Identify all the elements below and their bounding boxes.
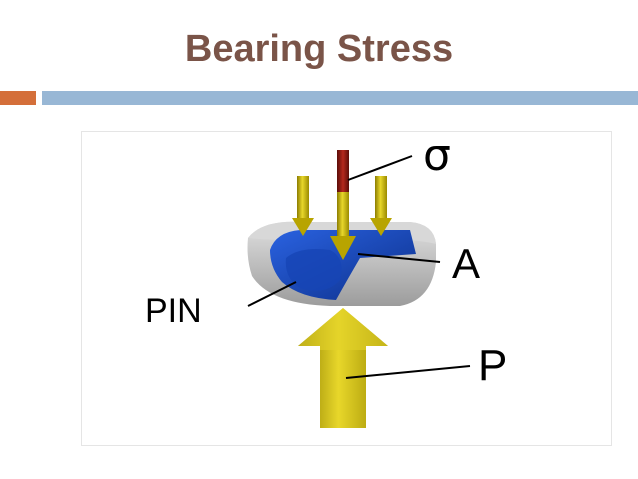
distributed-force-arrow-right: [370, 176, 392, 236]
title-accent-bar-blue: [42, 91, 638, 105]
title-accent-bar-orange: [0, 91, 36, 105]
distributed-force-arrow-center: [330, 192, 356, 260]
label-area: A: [452, 240, 480, 287]
pin-leader-line: [247, 281, 297, 307]
label-pin: PIN: [145, 292, 202, 330]
label-load: P: [478, 341, 507, 390]
slide-title: Bearing Stress: [184, 28, 454, 70]
distributed-force-arrow-left: [292, 176, 314, 236]
label-sigma: σ: [423, 130, 451, 181]
load-leader-line: [345, 365, 471, 379]
area-leader-line: [357, 253, 441, 263]
sigma-leader-line: [347, 155, 413, 181]
load-arrow-p: [298, 308, 388, 428]
pin-bearing-area: [270, 230, 416, 300]
